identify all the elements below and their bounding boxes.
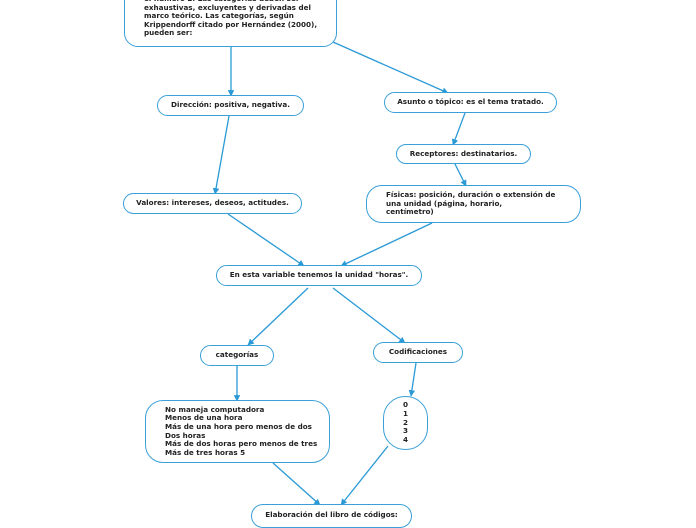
edge-fisicas-variable xyxy=(340,222,433,267)
node-receptores: Receptores: destinatarios. xyxy=(396,144,531,164)
node-fisicas: Físicas: posición, duración o extensión … xyxy=(366,185,581,223)
edge-codificaciones-codes xyxy=(408,362,417,397)
node-valores-text: Valores: intereses, deseos, actitudes. xyxy=(136,198,289,208)
node-receptores-text: Receptores: destinatarios. xyxy=(409,148,518,158)
node-libro-text: Elaboración del libro de códigos: xyxy=(265,510,398,519)
node-codes-list: 0 1 2 3 4 xyxy=(383,396,428,450)
edge-receptores-fisicas xyxy=(454,163,467,187)
node-codificaciones-text: Codificaciones xyxy=(388,347,448,357)
node-horas-list: No maneja computadora Menos de una hora … xyxy=(145,400,330,463)
edge-codes-libro xyxy=(340,445,389,506)
edge-variable-categorias xyxy=(247,287,309,346)
node-direccion: Dirección: positiva, negativa. xyxy=(157,95,304,116)
node-asunto: Asunto o tópico: es el tema tratado. xyxy=(384,92,557,113)
node-codificaciones: Codificaciones xyxy=(373,342,463,363)
node-intro-text: el número 2. Las categorías deben ser ex… xyxy=(144,0,318,38)
edge-asunto-receptores xyxy=(452,112,466,146)
node-asunto-text: Asunto o tópico: es el tema tratado. xyxy=(397,97,544,107)
node-categorias-text: categorías xyxy=(215,350,259,360)
node-valores: Valores: intereses, deseos, actitudes. xyxy=(123,193,302,214)
node-horas-list-text: No maneja computadora Menos de una hora … xyxy=(165,404,318,457)
node-fisicas-text: Físicas: posición, duración o extensión … xyxy=(386,190,556,217)
edge-variable-codificaciones xyxy=(332,287,406,344)
node-direccion-text: Dirección: positiva, negativa. xyxy=(171,100,290,110)
node-categorias: categorías xyxy=(200,345,274,366)
edge-direccion-valores xyxy=(212,115,230,195)
edge-intro-asunto xyxy=(332,41,449,94)
edge-horas-libro xyxy=(272,462,321,506)
node-libro: Elaboración del libro de códigos: xyxy=(251,504,412,528)
node-intro: el número 2. Las categorías deben ser ex… xyxy=(124,0,337,47)
node-variable-text: En esta variable tenemos la unidad "hora… xyxy=(229,270,409,280)
node-variable: En esta variable tenemos la unidad "hora… xyxy=(216,265,422,286)
node-codes-list-text: 0 1 2 3 4 xyxy=(403,400,409,444)
edge-valores-variable xyxy=(227,213,305,267)
